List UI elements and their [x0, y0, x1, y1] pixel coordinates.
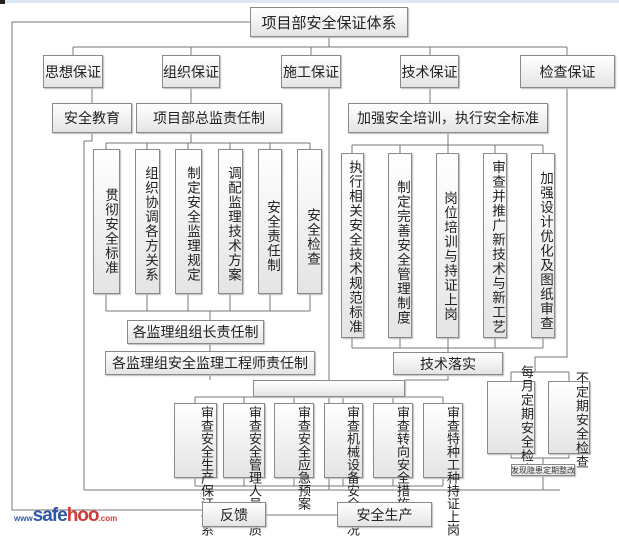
- node-safe-production: 安全生产: [337, 502, 432, 527]
- safehoo-watermark-logo: www safe hoo .com: [14, 505, 117, 527]
- construction-item: 审查特种工种持证上岗: [423, 403, 463, 536]
- node-construction: 施工保证: [281, 55, 341, 88]
- logo-hoo: hoo: [66, 505, 100, 526]
- check-item-irregular: 不定期安全检查: [548, 371, 590, 469]
- logo-www: www: [14, 514, 33, 523]
- check-item-monthly: 每月定期安全检查: [487, 365, 535, 477]
- logo-com: .com: [98, 514, 118, 523]
- root-node: 项目部安全保证体系: [250, 7, 408, 37]
- corner-mark: [0, 0, 5, 4]
- construction-item: 审查安全生产保证体系: [174, 403, 217, 536]
- logo-safe: safe: [32, 505, 68, 526]
- construction-item: 审查安全管理人员资质: [223, 403, 265, 536]
- org-item: 调配监理技术方案: [218, 149, 243, 294]
- tech-item: 执行相关安全技术规范标准: [341, 153, 364, 338]
- node-technology: 技术保证: [400, 55, 459, 88]
- node-safety-education: 安全教育: [52, 103, 132, 133]
- node-rectify: 发现隐患定期整改: [511, 464, 575, 476]
- tech-item: 岗位培训与持证上岗: [436, 153, 459, 338]
- org-item: 安全检查: [297, 149, 322, 294]
- construction-item: 审查机械设备安全状况: [324, 403, 363, 536]
- org-item: 安全责任制: [258, 149, 282, 294]
- node-group-leader: 各监理组组长责任制: [127, 320, 264, 344]
- node-feedback: 反馈: [202, 502, 266, 527]
- tech-item: 审查并推广新技术与新工艺: [483, 153, 507, 338]
- node-safety-engineer: 各监理组安全监理工程师责任制: [105, 351, 315, 375]
- org-item: 组织协调各方关系: [135, 149, 160, 294]
- construction-item: 审查转向安全措施: [373, 403, 413, 510]
- window-top-border: [0, 0, 619, 3]
- blank-box: [253, 380, 405, 397]
- org-item: 制定安全监理规定: [175, 149, 202, 294]
- tech-item: 加强设计优化及图纸审查: [531, 153, 555, 338]
- node-tech-implementation: 技术落实: [393, 352, 503, 375]
- node-ideology: 思想保证: [43, 55, 103, 88]
- node-inspection: 检查保证: [520, 55, 615, 88]
- tech-item: 制定完善安全管理制度: [388, 153, 412, 338]
- org-item: 贯彻安全标准: [93, 149, 120, 294]
- construction-item: 审查安全应急预案: [274, 403, 314, 510]
- node-organization: 组织保证: [162, 55, 220, 88]
- node-training: 加强安全培训，执行安全标准: [348, 103, 548, 133]
- node-chief-responsibility: 项目部总监责任制: [136, 103, 282, 133]
